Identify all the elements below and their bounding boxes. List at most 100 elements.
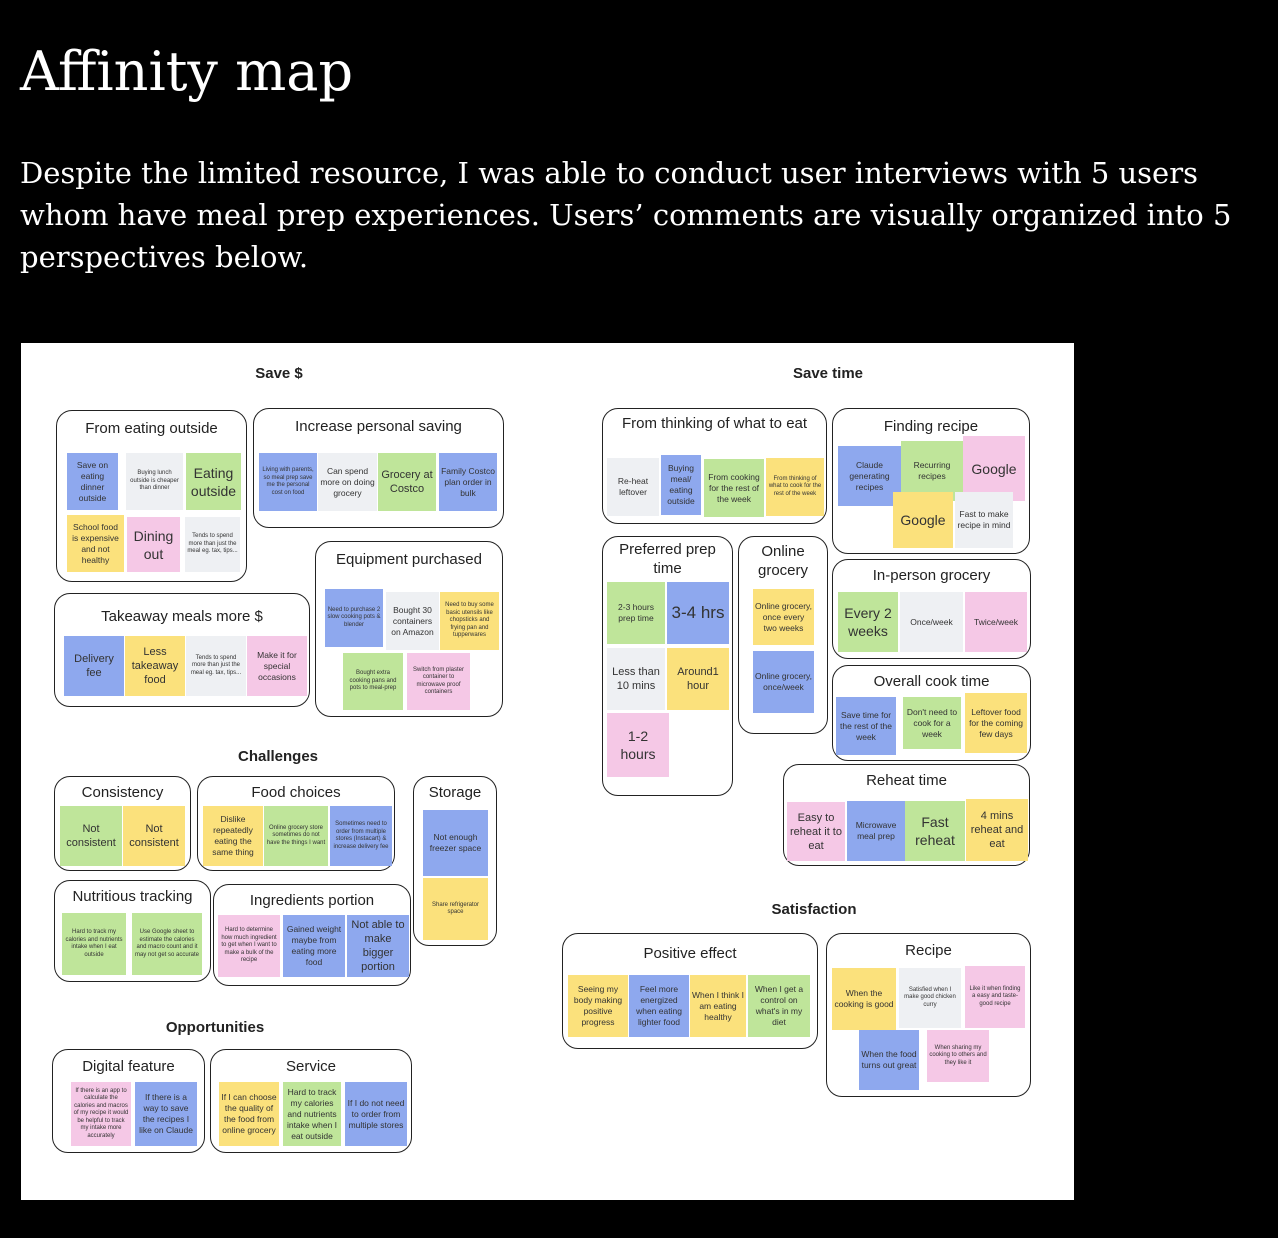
group-eating-outside: From eating outside Save on eating dinne… bbox=[56, 410, 247, 582]
group-nutritious: Nutritious tracking Hard to track my cal… bbox=[54, 880, 211, 982]
group-title: Overall cook time bbox=[873, 673, 990, 690]
group-recipe: Recipe When the cooking is good Satisfie… bbox=[826, 933, 1031, 1097]
group-prep-time: Preferred prep time 2-3 hours prep time … bbox=[602, 536, 733, 796]
sticky-note: Grocery at Costco bbox=[378, 453, 436, 511]
group-title: Preferred prep time bbox=[619, 541, 716, 577]
affinity-board: Save $ Save time Challenges Opportunitie… bbox=[21, 343, 1074, 1200]
group-title: Online grocery bbox=[757, 543, 809, 579]
sticky-note: From thinking of what to cook for the re… bbox=[766, 458, 824, 516]
group-consistency: Consistency Not consistent Not consisten… bbox=[54, 776, 191, 871]
sticky-note: Bought 30 containers on Amazon bbox=[386, 592, 439, 650]
sticky-note: Leftover food for the coming few days bbox=[965, 693, 1027, 753]
sticky-note: Make it for special occasions bbox=[247, 636, 307, 696]
group-title: Increase personal saving bbox=[295, 418, 462, 435]
sticky-note: Need to buy some basic utensils like cho… bbox=[440, 592, 499, 650]
sticky-note: Family Costco plan order in bulk bbox=[439, 453, 497, 511]
group-online-grocery: Online grocery Online grocery, once ever… bbox=[738, 536, 828, 734]
sticky-note: Switch from plaster container to microwa… bbox=[407, 653, 470, 710]
sticky-note: Not consistent bbox=[123, 806, 185, 866]
sticky-note: When I think I am eating healthy bbox=[690, 975, 746, 1037]
sticky-note: If there is an app to calculate the calo… bbox=[71, 1082, 131, 1146]
sticky-note: If I can choose the quality of the food … bbox=[219, 1082, 279, 1146]
sticky-note: Share refrigerator space bbox=[423, 878, 488, 940]
sticky-note: Not able to make bigger portion bbox=[347, 915, 409, 977]
group-title: Nutritious tracking bbox=[72, 888, 193, 905]
group-title: Finding recipe bbox=[883, 418, 979, 435]
sticky-note: If there is a way to save the recipes I … bbox=[135, 1082, 197, 1146]
sticky-note: Less than 10 mins bbox=[607, 648, 665, 710]
sticky-note: Delivery fee bbox=[64, 636, 124, 696]
sticky-note: Feel more energized when eating lighter … bbox=[629, 975, 689, 1037]
sticky-note: Tends to spend more than just the meal e… bbox=[186, 636, 246, 696]
sticky-note: Fast to make recipe in mind bbox=[955, 492, 1013, 548]
sticky-note: Sometimes need to order from multiple st… bbox=[330, 806, 392, 866]
sticky-note: Hard to determine how much ingredient to… bbox=[218, 915, 280, 977]
group-title: Recipe bbox=[905, 942, 952, 959]
group-title: Reheat time bbox=[866, 772, 947, 789]
group-reheat-time: Reheat time Easy to reheat it to eat Mic… bbox=[783, 764, 1030, 866]
sticky-note: Fast reheat bbox=[905, 801, 965, 861]
sticky-note: Less takeaway food bbox=[125, 636, 185, 696]
sticky-note: Every 2 weeks bbox=[838, 592, 898, 652]
group-takeaway: Takeaway meals more $ Delivery fee Less … bbox=[54, 593, 310, 707]
sticky-note: From cooking for the rest of the week bbox=[704, 459, 764, 517]
sticky-note: Not consistent bbox=[60, 806, 122, 866]
group-title: In-person grocery bbox=[872, 567, 991, 584]
group-title: Consistency bbox=[81, 784, 164, 801]
group-title: Service bbox=[285, 1058, 337, 1075]
sticky-note: Can spend more on doing grocery bbox=[318, 453, 377, 511]
sticky-note: Not enough freezer space bbox=[423, 810, 488, 876]
sticky-note: Hard to track my calories and nutrients … bbox=[283, 1082, 341, 1146]
sticky-note: When the cooking is good bbox=[832, 968, 896, 1030]
sticky-note: School food is expensive and not healthy bbox=[67, 515, 124, 572]
sticky-note: Online grocery, once/week bbox=[753, 651, 814, 713]
sticky-note: Dislike repeatedly eating the same thing bbox=[203, 806, 263, 866]
sticky-note: Eating outside bbox=[186, 453, 241, 510]
page-title: Affinity map bbox=[20, 40, 354, 103]
sticky-note: When I get a control on what's in my die… bbox=[748, 975, 810, 1037]
section-opportunities: Opportunities bbox=[165, 1019, 265, 1036]
sticky-note: Bought extra cooking pans and pots to me… bbox=[343, 653, 403, 710]
sticky-note: 2-3 hours prep time bbox=[607, 582, 665, 644]
sticky-note: If I do not need to order from multiple … bbox=[345, 1082, 407, 1146]
sticky-note: Online grocery store sometimes do not ha… bbox=[264, 806, 328, 866]
sticky-note: Google bbox=[963, 436, 1025, 501]
sticky-note: Satisfied when I make good chicken curry bbox=[899, 968, 961, 1028]
sticky-note: 3-4 hrs bbox=[667, 582, 729, 644]
group-ingredients: Ingredients portion Hard to determine ho… bbox=[213, 884, 411, 986]
group-title: From eating outside bbox=[85, 420, 218, 437]
sticky-note: 4 mins reheat and eat bbox=[966, 799, 1028, 861]
group-title: Storage bbox=[428, 784, 482, 801]
sticky-note: Buying meal/ eating outside bbox=[661, 455, 701, 515]
sticky-note: Re-heat leftover bbox=[607, 458, 659, 516]
sticky-note: Gained weight maybe from eating more foo… bbox=[283, 915, 345, 977]
sticky-note: Seeing my body making positive progress bbox=[568, 975, 628, 1037]
sticky-note: Like it when finding a easy and taste-go… bbox=[965, 966, 1025, 1028]
group-finding-recipe: Finding recipe Claude generating recipes… bbox=[832, 408, 1030, 554]
section-save-time: Save time bbox=[792, 365, 864, 382]
group-positive-effect: Positive effect Seeing my body making po… bbox=[562, 933, 818, 1049]
group-equipment: Equipment purchased Need to purchase 2 s… bbox=[315, 541, 503, 717]
sticky-note: When sharing my cooking to others and th… bbox=[927, 1030, 989, 1082]
sticky-note: Use Google sheet to estimate the calorie… bbox=[132, 913, 202, 975]
sticky-note: Buying lunch outside is cheaper than din… bbox=[126, 453, 183, 510]
group-thinking: From thinking of what to eat Re-heat lef… bbox=[602, 408, 827, 524]
group-title: Positive effect bbox=[643, 945, 737, 962]
sticky-note: Google bbox=[893, 492, 953, 548]
group-title: Food choices bbox=[251, 784, 341, 801]
section-satisfaction: Satisfaction bbox=[771, 901, 857, 918]
group-inperson-grocery: In-person grocery Every 2 weeks Once/wee… bbox=[832, 559, 1031, 659]
sticky-note: Save on eating dinner outside bbox=[67, 453, 118, 510]
sticky-note: Twice/week bbox=[965, 592, 1027, 652]
sticky-note: Recurring recipes bbox=[901, 441, 963, 501]
sticky-note: Tends to spend more than just the meal e… bbox=[185, 517, 240, 572]
group-storage: Storage Not enough freezer space Share r… bbox=[413, 776, 497, 946]
sticky-note: Claude generating recipes bbox=[838, 446, 901, 506]
group-title: Takeaway meals more $ bbox=[101, 608, 263, 625]
group-title: From thinking of what to eat bbox=[621, 415, 808, 432]
sticky-note: Microwave meal prep bbox=[847, 801, 905, 861]
sticky-note: Save time for the rest of the week bbox=[836, 697, 896, 755]
group-cook-time: Overall cook time Save time for the rest… bbox=[832, 665, 1031, 761]
section-challenges: Challenges bbox=[237, 748, 319, 765]
section-save-money: Save $ bbox=[255, 365, 303, 382]
